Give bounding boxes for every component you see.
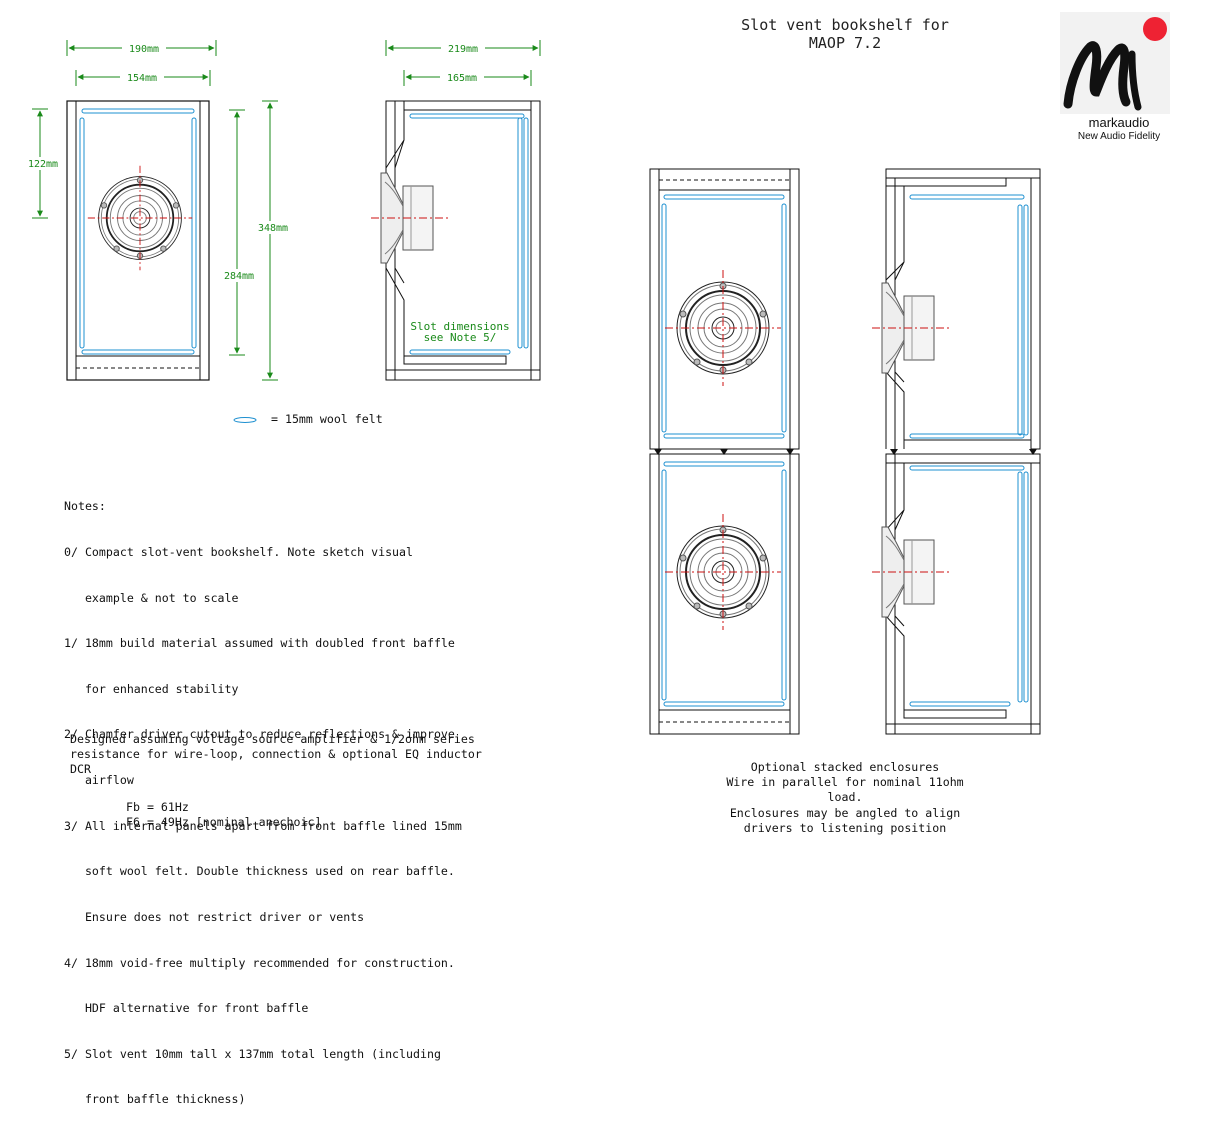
- markaudio-logo: markaudio New Audio Fidelity: [1060, 12, 1170, 144]
- note-line: 1/ 18mm build material assumed with doub…: [64, 636, 455, 651]
- dim-outer-height: 348mm: [258, 223, 288, 234]
- slot-note-line-1: Slot dimensions: [410, 320, 509, 333]
- note-line: airflow: [64, 773, 134, 788]
- design-line-3: DCR: [70, 762, 91, 777]
- dim-outer-depth: 219mm: [448, 44, 478, 55]
- dim-inner-width: 154mm: [127, 73, 157, 84]
- tuning-frequency: Fb = 61Hz: [126, 799, 189, 814]
- note-line: 0/ Compact slot-vent bookshelf. Note ske…: [64, 545, 414, 560]
- stacked-front-bottom: [649, 449, 800, 735]
- title-line-1: Slot vent bookshelf for: [741, 16, 949, 34]
- note-line: Notes:: [64, 499, 106, 514]
- note-line: example & not to scale: [64, 590, 239, 605]
- note-line: for enhanced stability: [64, 681, 239, 696]
- stacked-side-bottom: [871, 449, 1041, 735]
- note-line: 3/ All internal panels apart from front …: [64, 818, 462, 833]
- stacked-note-line: Optional stacked enclosures: [750, 760, 940, 774]
- felt-swatch-icon: [233, 417, 257, 423]
- f6-frequency: F6 = 49Hz [nominal anechoic]: [126, 814, 322, 829]
- note-line: front baffle thickness): [64, 1092, 246, 1107]
- felt-legend-label: = 15mm wool felt: [271, 412, 383, 426]
- note-line: 2/ Chamfer driver cutout to reduce refle…: [64, 727, 455, 742]
- note-line: 4/ 18mm void-free multiply recommended f…: [64, 955, 455, 970]
- logo-mark-icon: [1060, 12, 1170, 114]
- stacked-note-line: Wire in parallel for nominal 11ohm: [726, 775, 964, 790]
- stacked-note-line: Enclosures may be angled to align: [729, 805, 961, 820]
- front-view: [66, 100, 210, 381]
- logo-brand: markaudio: [1088, 115, 1150, 130]
- drawing-title: Slot vent bookshelf for MAOP 7.2: [680, 16, 1010, 52]
- dim-inner-depth: 165mm: [447, 73, 477, 84]
- side-view: Slot dimensions see Note 5/: [370, 100, 541, 381]
- title-line-2: MAOP 7.2: [808, 34, 882, 52]
- stacked-note: Optional stacked enclosures Wire in para…: [700, 760, 990, 836]
- cabinet-drawing: 190mm 154mm 122mm 284mm 348mm: [22, 40, 1041, 735]
- stacked-note-line: load.: [827, 790, 863, 805]
- front-dimensions: 190mm 154mm 122mm 284mm 348mm: [22, 40, 294, 381]
- stacked-front-top: [649, 168, 800, 450]
- dim-outer-width: 190mm: [129, 44, 159, 55]
- dim-inner-height: 284mm: [224, 271, 254, 282]
- stacked-side-top: [871, 168, 1041, 450]
- side-dimensions: 219mm 165mm: [385, 40, 541, 86]
- design-assumptions: Designed assuming voltage source amplifi…: [70, 732, 500, 830]
- stacked-note-line: drivers to listening position: [743, 820, 947, 835]
- design-line-1: Designed assuming voltage source amplifi…: [70, 732, 475, 746]
- design-line-2: resistance for wire-loop, connection & o…: [70, 747, 482, 762]
- note-line: HDF alternative for front baffle: [64, 1001, 309, 1016]
- slot-note-line-2: see Note 5/: [424, 331, 497, 344]
- dim-driver-height: 122mm: [28, 159, 58, 170]
- logo-tagline: New Audio Fidelity: [1077, 131, 1161, 142]
- note-line: 5/ Slot vent 10mm tall x 137mm total len…: [64, 1046, 441, 1061]
- felt-legend: = 15mm wool felt: [233, 412, 383, 426]
- note-line: Ensure does not restrict driver or vents: [64, 909, 365, 924]
- note-line: soft wool felt. Double thickness used on…: [64, 864, 455, 879]
